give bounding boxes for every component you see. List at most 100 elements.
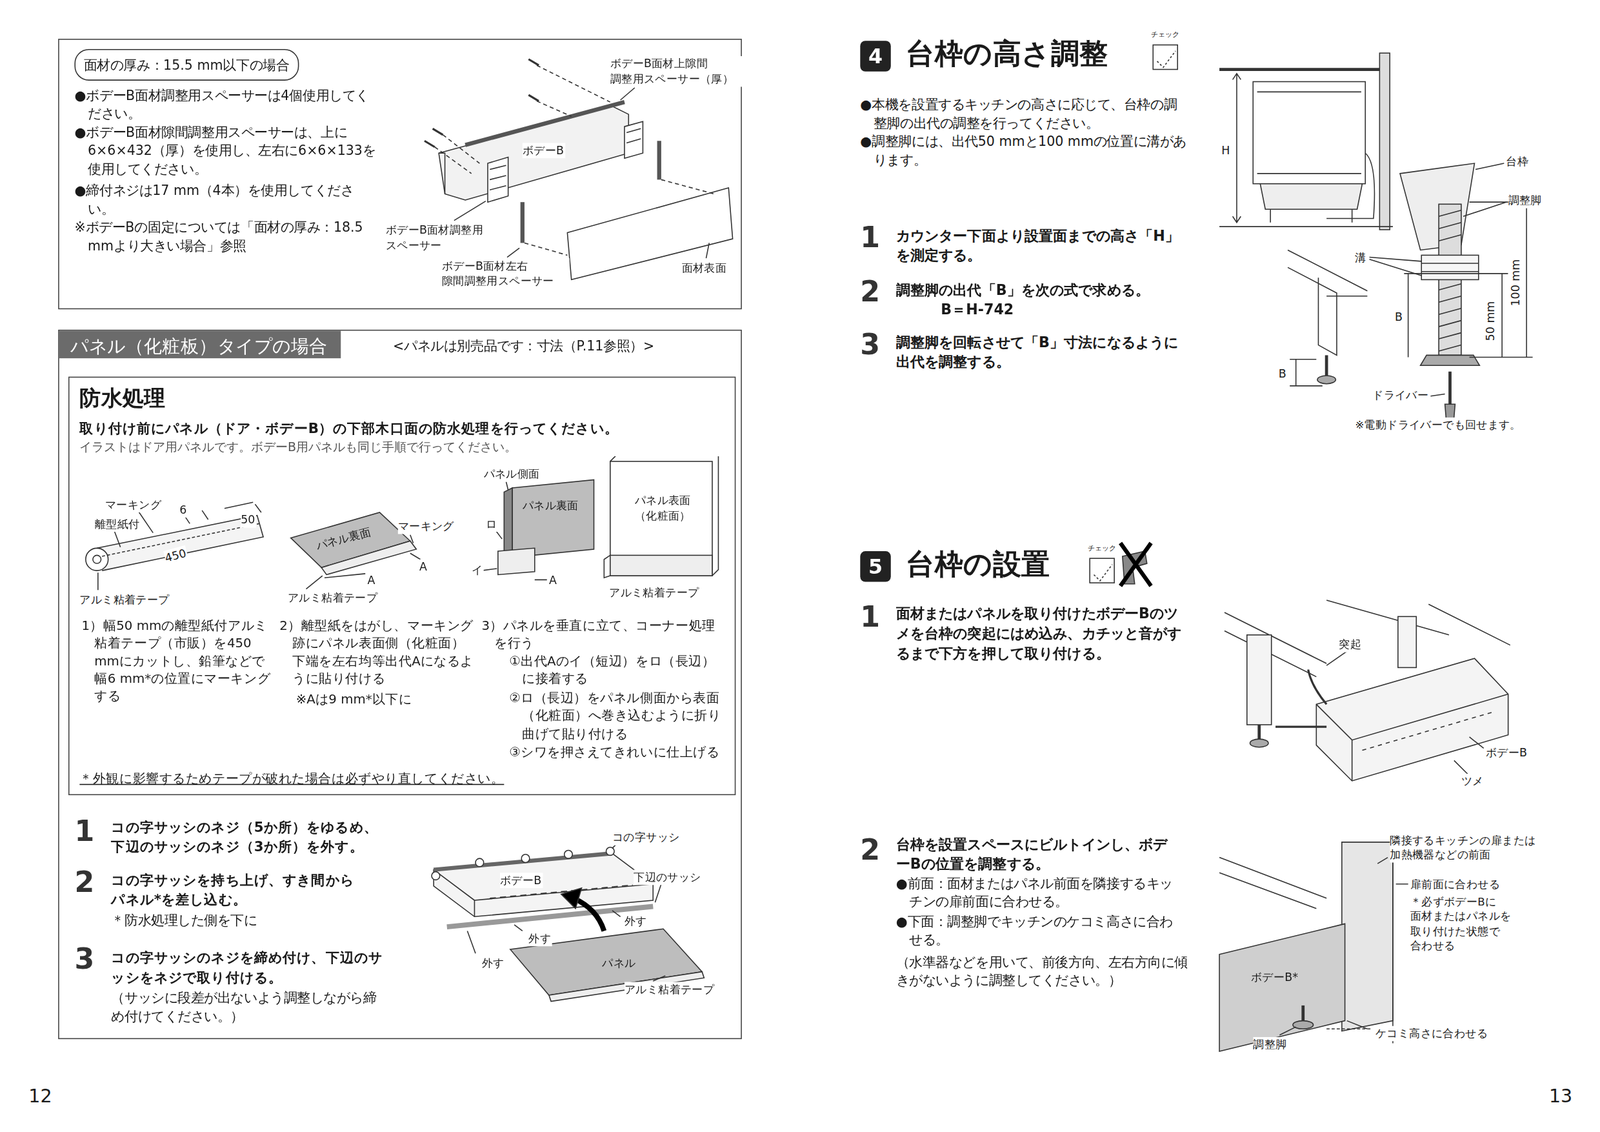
body-b-exploded — [465, 101, 625, 145]
tape-roll — [92, 554, 102, 564]
label-text: パネル側面 — [483, 466, 542, 482]
step-number-box: 5台枠の設置 — [860, 550, 891, 582]
adjusting-leg — [1400, 163, 1475, 250]
label-text: 13 — [1549, 1083, 1574, 1110]
step-number: 1 — [860, 603, 881, 632]
node-text: ②ロ（長辺）をパネル側面から表面（化粧面）へ巻き込むように折り曲げて貼り付ける — [509, 689, 726, 742]
heading-box: 面材の厚み：15.5 mm以下の場合 — [74, 49, 299, 81]
label-text: B＝H-742 — [940, 300, 1015, 320]
install-level — [1301, 1005, 1305, 1021]
label-text: 台枠 — [1505, 154, 1530, 170]
label-text: アルミ粘着テープ — [287, 589, 379, 606]
panel-corner — [481, 481, 548, 580]
section-panel: <パネルは別売品です：寸法（P.11参照）>1コの字サッシのネジ（5か所）をゆる… — [58, 329, 742, 1039]
label-text: B — [1394, 309, 1404, 325]
label-text: アルミ粘着テープ — [624, 981, 716, 998]
label-text: 面材表面 — [681, 260, 728, 276]
step-number: 3 — [860, 330, 881, 359]
body-b-exploded — [567, 187, 733, 280]
label-text: B — [1278, 366, 1288, 382]
kitchen-side-view — [1219, 225, 1393, 228]
label-text: ボデーB面材上隙間 調整用スペーサー（厚） — [610, 56, 744, 88]
node-text: 防水処理 — [79, 383, 166, 414]
check-box — [1157, 50, 1176, 68]
label-text: 下辺のサッシ — [633, 869, 702, 886]
install-level — [1219, 923, 1346, 1051]
section-band: パネル（化粧板）タイプの場合 — [59, 330, 342, 359]
kitchen-side-view — [1219, 67, 1380, 71]
body-b-exploded — [487, 157, 509, 203]
label-text: ボデーB面材調整用 スペーサー — [385, 222, 499, 254]
node-text: ●ボデーB面材調整用スペーサーは4個使用してください。 — [74, 86, 380, 124]
panel-corner — [610, 461, 713, 576]
label-text: H — [1221, 142, 1231, 159]
label-text: マーキング — [398, 518, 456, 534]
panel-corner — [481, 454, 719, 580]
frame-attach — [1361, 710, 1495, 750]
label-text: イ — [471, 561, 484, 578]
label-text: ドライバー — [1372, 387, 1430, 404]
install-level — [1292, 1020, 1314, 1030]
label-text: 調整脚 — [1252, 1036, 1288, 1053]
node-text: ※Aは9 mm*以下に — [296, 689, 480, 708]
label-text: アルミ粘着テープ — [79, 591, 171, 608]
label-text: 調整脚を回転させて「B」寸法になるように出代を調整する。 — [896, 332, 1188, 373]
install-level — [1392, 841, 1394, 1044]
label-text: A — [549, 572, 558, 588]
no-drill-icon — [1120, 542, 1151, 586]
panel-corner — [603, 554, 610, 578]
install-level — [1279, 857, 1408, 1035]
frame-attach — [1308, 669, 1327, 705]
kitchen-side-view — [1270, 209, 1353, 223]
node-text: 2）離型紙をはがし、マーキング跡にパネル表面側（化粧面）下端を左右均等出代Aにな… — [279, 616, 479, 687]
panel-corner — [610, 554, 713, 576]
label-text: 調整脚の出代「B」を次の式で求める。 — [896, 280, 1188, 301]
label-text: 6 — [179, 501, 188, 518]
sash-assembly — [561, 887, 582, 909]
frame-detail — [1289, 359, 1323, 386]
label-text: 突起 — [1338, 636, 1362, 653]
node-text: ●締付ネジは17 mm（4本）を使用してください。 — [74, 181, 380, 219]
label-text: A — [419, 559, 428, 575]
node-text: 面材の厚み：15.5 mm以下の場合 — [83, 56, 290, 75]
node-text: コの字サッシを持ち上げ、すき間からパネル*を差し込む。 — [110, 870, 366, 909]
label-text: （水準器などを用いて、前後方向、左右方向に傾きがないように調整してください。） — [896, 952, 1193, 990]
sash-assembly — [467, 842, 666, 981]
install-level — [1326, 1027, 1373, 1030]
body-b-exploded — [626, 128, 641, 143]
label-text: ＊必ずボデーBに 面材またはパネルを 取り付けた状態で 合わせる — [1410, 894, 1513, 954]
node-text: パネル（化粧板）タイプの場合 — [70, 333, 328, 359]
label-text: ボデーB — [522, 142, 566, 159]
check-box — [1089, 558, 1115, 583]
label-text: 隣接するキッチンの扉または 加熱機器などの前面 — [1389, 832, 1553, 863]
label-text: 50 mm — [1482, 300, 1499, 341]
body-b-exploded — [520, 201, 525, 243]
check-box — [1152, 45, 1178, 70]
node-text: ＊外観に影響するためテープが破れた場合は必ずやり直してください。 — [79, 769, 651, 788]
frame-attach — [1326, 650, 1484, 776]
label-text: 外す — [624, 913, 648, 930]
kitchen-side-view — [1260, 183, 1362, 210]
label-text: アルミ粘着テープ — [609, 584, 700, 600]
panel-corner — [498, 547, 535, 575]
body-b-exploded — [438, 152, 445, 194]
node-text: ※ボデーBの固定については「面材の厚み：18.5 mmより大きい場合」参照 — [74, 218, 380, 255]
step-number: 1 — [860, 223, 881, 252]
label-text: ロ — [485, 516, 499, 532]
sash-assembly — [447, 905, 653, 927]
node-text: 取り付け前にパネル（ドア・ボデーB）の下部木口面の防水処理を行ってください。 — [79, 418, 733, 437]
label-text: マーキング — [105, 496, 163, 513]
label-text: パネル — [601, 954, 636, 971]
install-level — [1341, 841, 1393, 1031]
frame-detail — [1287, 250, 1368, 386]
label-text: ボデーB — [500, 872, 543, 888]
label-text: 扉前面に合わせる — [1410, 876, 1502, 892]
frame-attach — [1398, 616, 1417, 668]
label-text: 50 — [240, 512, 257, 528]
adjusting-leg — [1421, 263, 1479, 272]
label-text: 100 mm — [1508, 258, 1524, 306]
adjusting-leg — [1420, 354, 1480, 366]
frame-attach — [1316, 694, 1508, 781]
step-number: 3 — [74, 945, 95, 974]
panel-corner — [512, 479, 595, 557]
